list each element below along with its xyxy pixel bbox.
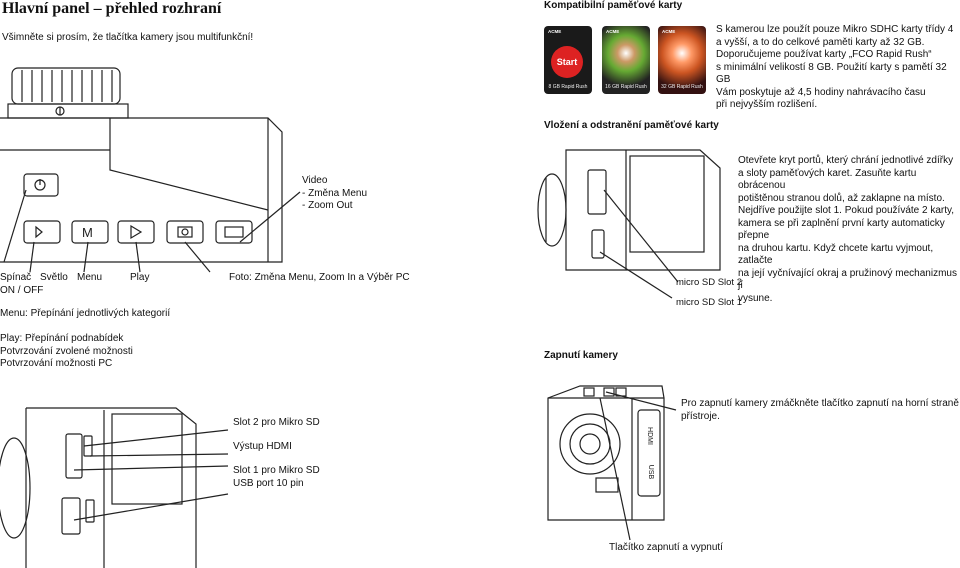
memory-card-32gb: ACME 32 GB Rapid Rush	[658, 26, 706, 94]
camera-ports-drawing	[0, 407, 229, 568]
power-button-label: Tlačítko zapnutí a vypnutí	[609, 542, 723, 553]
power-on-heading: Zapnutí kamery	[544, 350, 618, 361]
svg-text:M: M	[82, 225, 93, 240]
sd-slot2-label: micro SD Slot 2	[676, 277, 742, 288]
insert-card-heading: Vložení a odstranění paměťové karty	[544, 120, 719, 131]
camera-power-drawing	[547, 385, 677, 541]
multifunction-notice: Všimněte si prosím, že tlačítka kamery j…	[2, 32, 254, 43]
camera-card-slots-drawing	[537, 149, 721, 299]
cards-description: S kamerou lze použít pouze Mikro SDHC ka…	[716, 24, 954, 110]
memory-card-16gb: ACME 16 GB Rapid Rush	[602, 26, 650, 94]
sd-slot1-label: micro SD Slot 1	[676, 297, 742, 308]
camera-top-lens-drawing	[7, 67, 129, 119]
hdmi-side-label: HDMI	[645, 427, 653, 445]
port-slot2-label: Slot 2 pro Mikro SD	[233, 417, 320, 428]
menu-button-label: Menu	[77, 272, 103, 283]
photo-button-label: Foto: Změna Menu, Zoom In a Výběr PC	[229, 272, 410, 283]
play-button-label: Play	[130, 272, 150, 283]
usb-side-label: USB	[647, 464, 655, 480]
power-switch-label: Spínač ON / OFF	[0, 272, 44, 296]
memory-card-8gb: ACME Start 8 GB Rapid Rush	[544, 26, 592, 94]
card-images: ACME Start 8 GB Rapid Rush ACME 16 GB Ra…	[544, 26, 706, 96]
port-slot1-usb-label: Slot 1 pro Mikro SD USB port 10 pin	[233, 465, 320, 489]
light-button-label: Světlo	[40, 272, 68, 283]
page-title: Hlavní panel – přehled rozhraní	[2, 0, 222, 17]
port-hdmi-label: Výstup HDMI	[233, 441, 292, 452]
menu-description: Menu: Přepínání jednotlivých kategorií	[0, 308, 171, 319]
play-description: Play: Přepínání podnabídek Potvrzování z…	[0, 333, 133, 369]
video-button-label: Video - Změna Menu - Zoom Out	[302, 175, 368, 211]
power-on-description: Pro zapnutí kamery zmáčkněte tlačítko za…	[681, 398, 959, 422]
insert-card-description: Otevřete kryt portů, který chrání jednot…	[738, 155, 957, 304]
cards-heading: Kompatibilní paměťové karty	[544, 0, 683, 11]
camera-back-panel-drawing: M	[0, 117, 301, 273]
